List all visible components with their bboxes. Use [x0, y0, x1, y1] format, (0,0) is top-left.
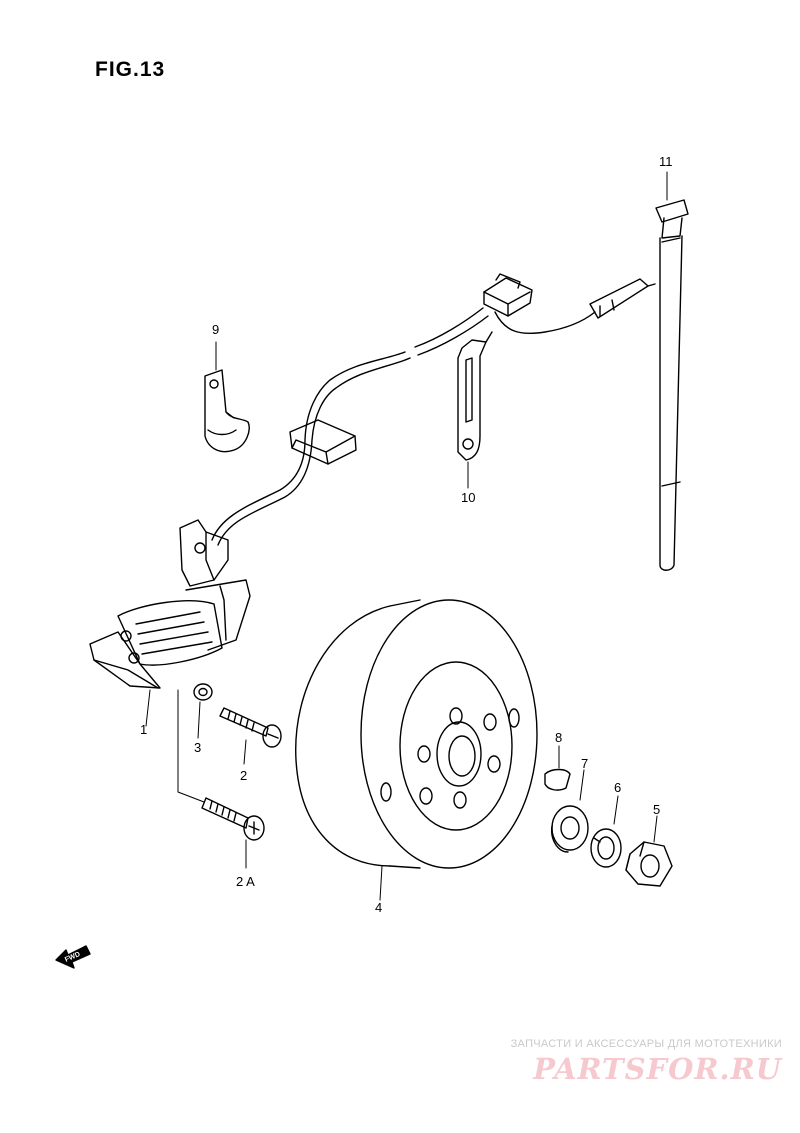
washer-part-3 [193, 683, 213, 701]
screw-part-2a [201, 797, 265, 841]
callout-part-11: 11 [659, 154, 673, 169]
callout-part-8: 8 [555, 730, 562, 745]
watermark-subtitle: ЗАПЧАСТИ И АКСЕССУАРЫ ДЛЯ МОТОТЕХНИКИ [510, 1038, 782, 1050]
callout-part-7: 7 [581, 756, 588, 771]
callout-labels: 1 2 2 A 3 4 5 6 7 8 9 10 11 [140, 154, 673, 915]
figure-title: FIG.13 [95, 58, 166, 81]
strap-band-part-11 [655, 199, 689, 571]
callout-part-1: 1 [140, 722, 147, 737]
lead-terminal [589, 278, 656, 319]
watermark: ЗАПЧАСТИ И АКСЕССУАРЫ ДЛЯ МОТОТЕХНИКИ PA… [511, 1038, 782, 1086]
clamp-part-9 [204, 369, 250, 453]
callout-part-2: 2 [240, 768, 247, 783]
spring-washer-part-6 [590, 828, 622, 868]
screw-part-2 [219, 707, 282, 748]
nut-part-5 [625, 841, 673, 887]
leader-lines [145, 171, 668, 901]
woodruff-key-part-8 [544, 768, 571, 791]
wire-harness [211, 307, 596, 546]
callout-part-4: 4 [375, 900, 382, 915]
callout-part-9: 9 [212, 322, 219, 337]
callout-part-6: 6 [614, 780, 621, 795]
callout-part-2a: 2 A [236, 874, 255, 889]
flywheel-rotor-part-4 [295, 599, 538, 869]
callout-part-10: 10 [461, 490, 475, 505]
wire-grommet [289, 419, 357, 465]
clamp-part-10 [457, 331, 493, 461]
fwd-arrow-icon: FWD [55, 945, 91, 969]
watermark-logo: PARTSFOR.RU [533, 1052, 782, 1086]
wire-connector [483, 273, 533, 317]
stator-coil-part-1 [89, 519, 251, 689]
callout-part-3: 3 [194, 740, 201, 755]
washer-part-7 [551, 805, 589, 853]
callout-part-5: 5 [653, 802, 660, 817]
